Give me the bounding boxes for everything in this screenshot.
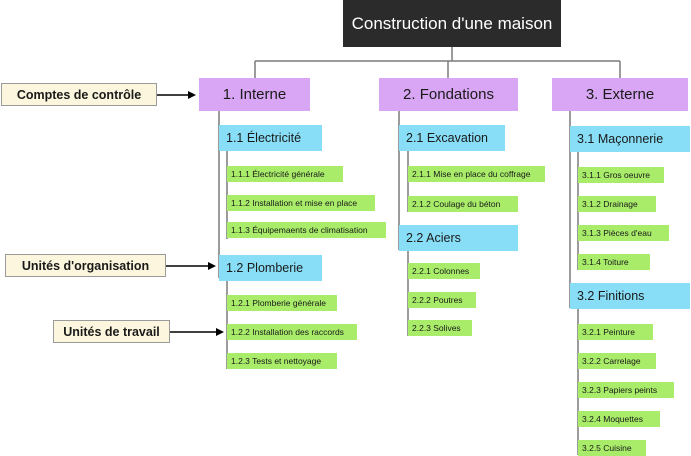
- arrow-head-icon: [188, 91, 196, 99]
- level3-item: 2.2.2 Poutres: [408, 292, 476, 308]
- level3-item: 1.2.3 Tests et nettoyage: [227, 353, 337, 369]
- legend-unites-organisation: Unités d'organisation: [5, 254, 166, 277]
- level3-item: 3.1.1 Gros oeuvre: [578, 167, 664, 183]
- level3-item: 3.2.1 Peinture: [578, 324, 653, 340]
- level2-excavation: 2.1 Excavation: [399, 125, 505, 151]
- level3-item: 3.2.3 Papiers peints: [578, 382, 674, 398]
- level2-plomberie: 1.2 Plomberie: [219, 255, 322, 281]
- level2-maconnerie: 3.1 Maçonnerie: [570, 126, 690, 152]
- arrow-head-icon: [208, 262, 216, 270]
- level3-item: 2.1.1 Mise en place du coffrage: [408, 166, 545, 182]
- level3-item: 2.1.2 Coulage du béton: [408, 196, 518, 212]
- level3-item: 1.1.1 Électricité générale: [227, 166, 343, 182]
- level2-finitions: 3.2 Finitions: [570, 283, 690, 309]
- level3-item: 2.2.1 Colonnes: [408, 263, 480, 279]
- level3-item: 1.2.2 Installation des raccords: [227, 324, 357, 340]
- level3-item: 2.2.3 Solives: [408, 320, 472, 336]
- root-node: Construction d'une maison: [343, 0, 561, 47]
- level3-item: 3.1.2 Drainage: [578, 196, 656, 212]
- level3-item: 3.2.2 Carrelage: [578, 353, 656, 369]
- level3-item: 1.2.1 Plomberie générale: [227, 295, 337, 311]
- legend-unites-de-travail: Unités de travail: [53, 320, 170, 343]
- level3-item: 1.1.3 Équipemaents de climatisation: [227, 222, 386, 238]
- level2-aciers: 2.2 Aciers: [399, 225, 518, 251]
- level3-item: 3.2.4 Moquettes: [578, 411, 660, 427]
- legend-comptes-de-controle: Comptes de contrôle: [1, 83, 157, 106]
- level1-interne: 1. Interne: [199, 78, 310, 111]
- level3-item: 3.1.3 Pièces d'eau: [578, 225, 669, 241]
- level1-externe: 3. Externe: [552, 78, 688, 111]
- arrow-head-icon: [216, 328, 224, 336]
- level3-item: 1.1.2 Installation et mise en place: [227, 195, 375, 211]
- level2-electricite: 1.1 Électricité: [219, 125, 322, 151]
- level3-item: 3.2.5 Cuisine: [578, 440, 646, 456]
- level3-item: 3.1.4 Toiture: [578, 254, 650, 270]
- level1-fondations: 2. Fondations: [379, 78, 518, 111]
